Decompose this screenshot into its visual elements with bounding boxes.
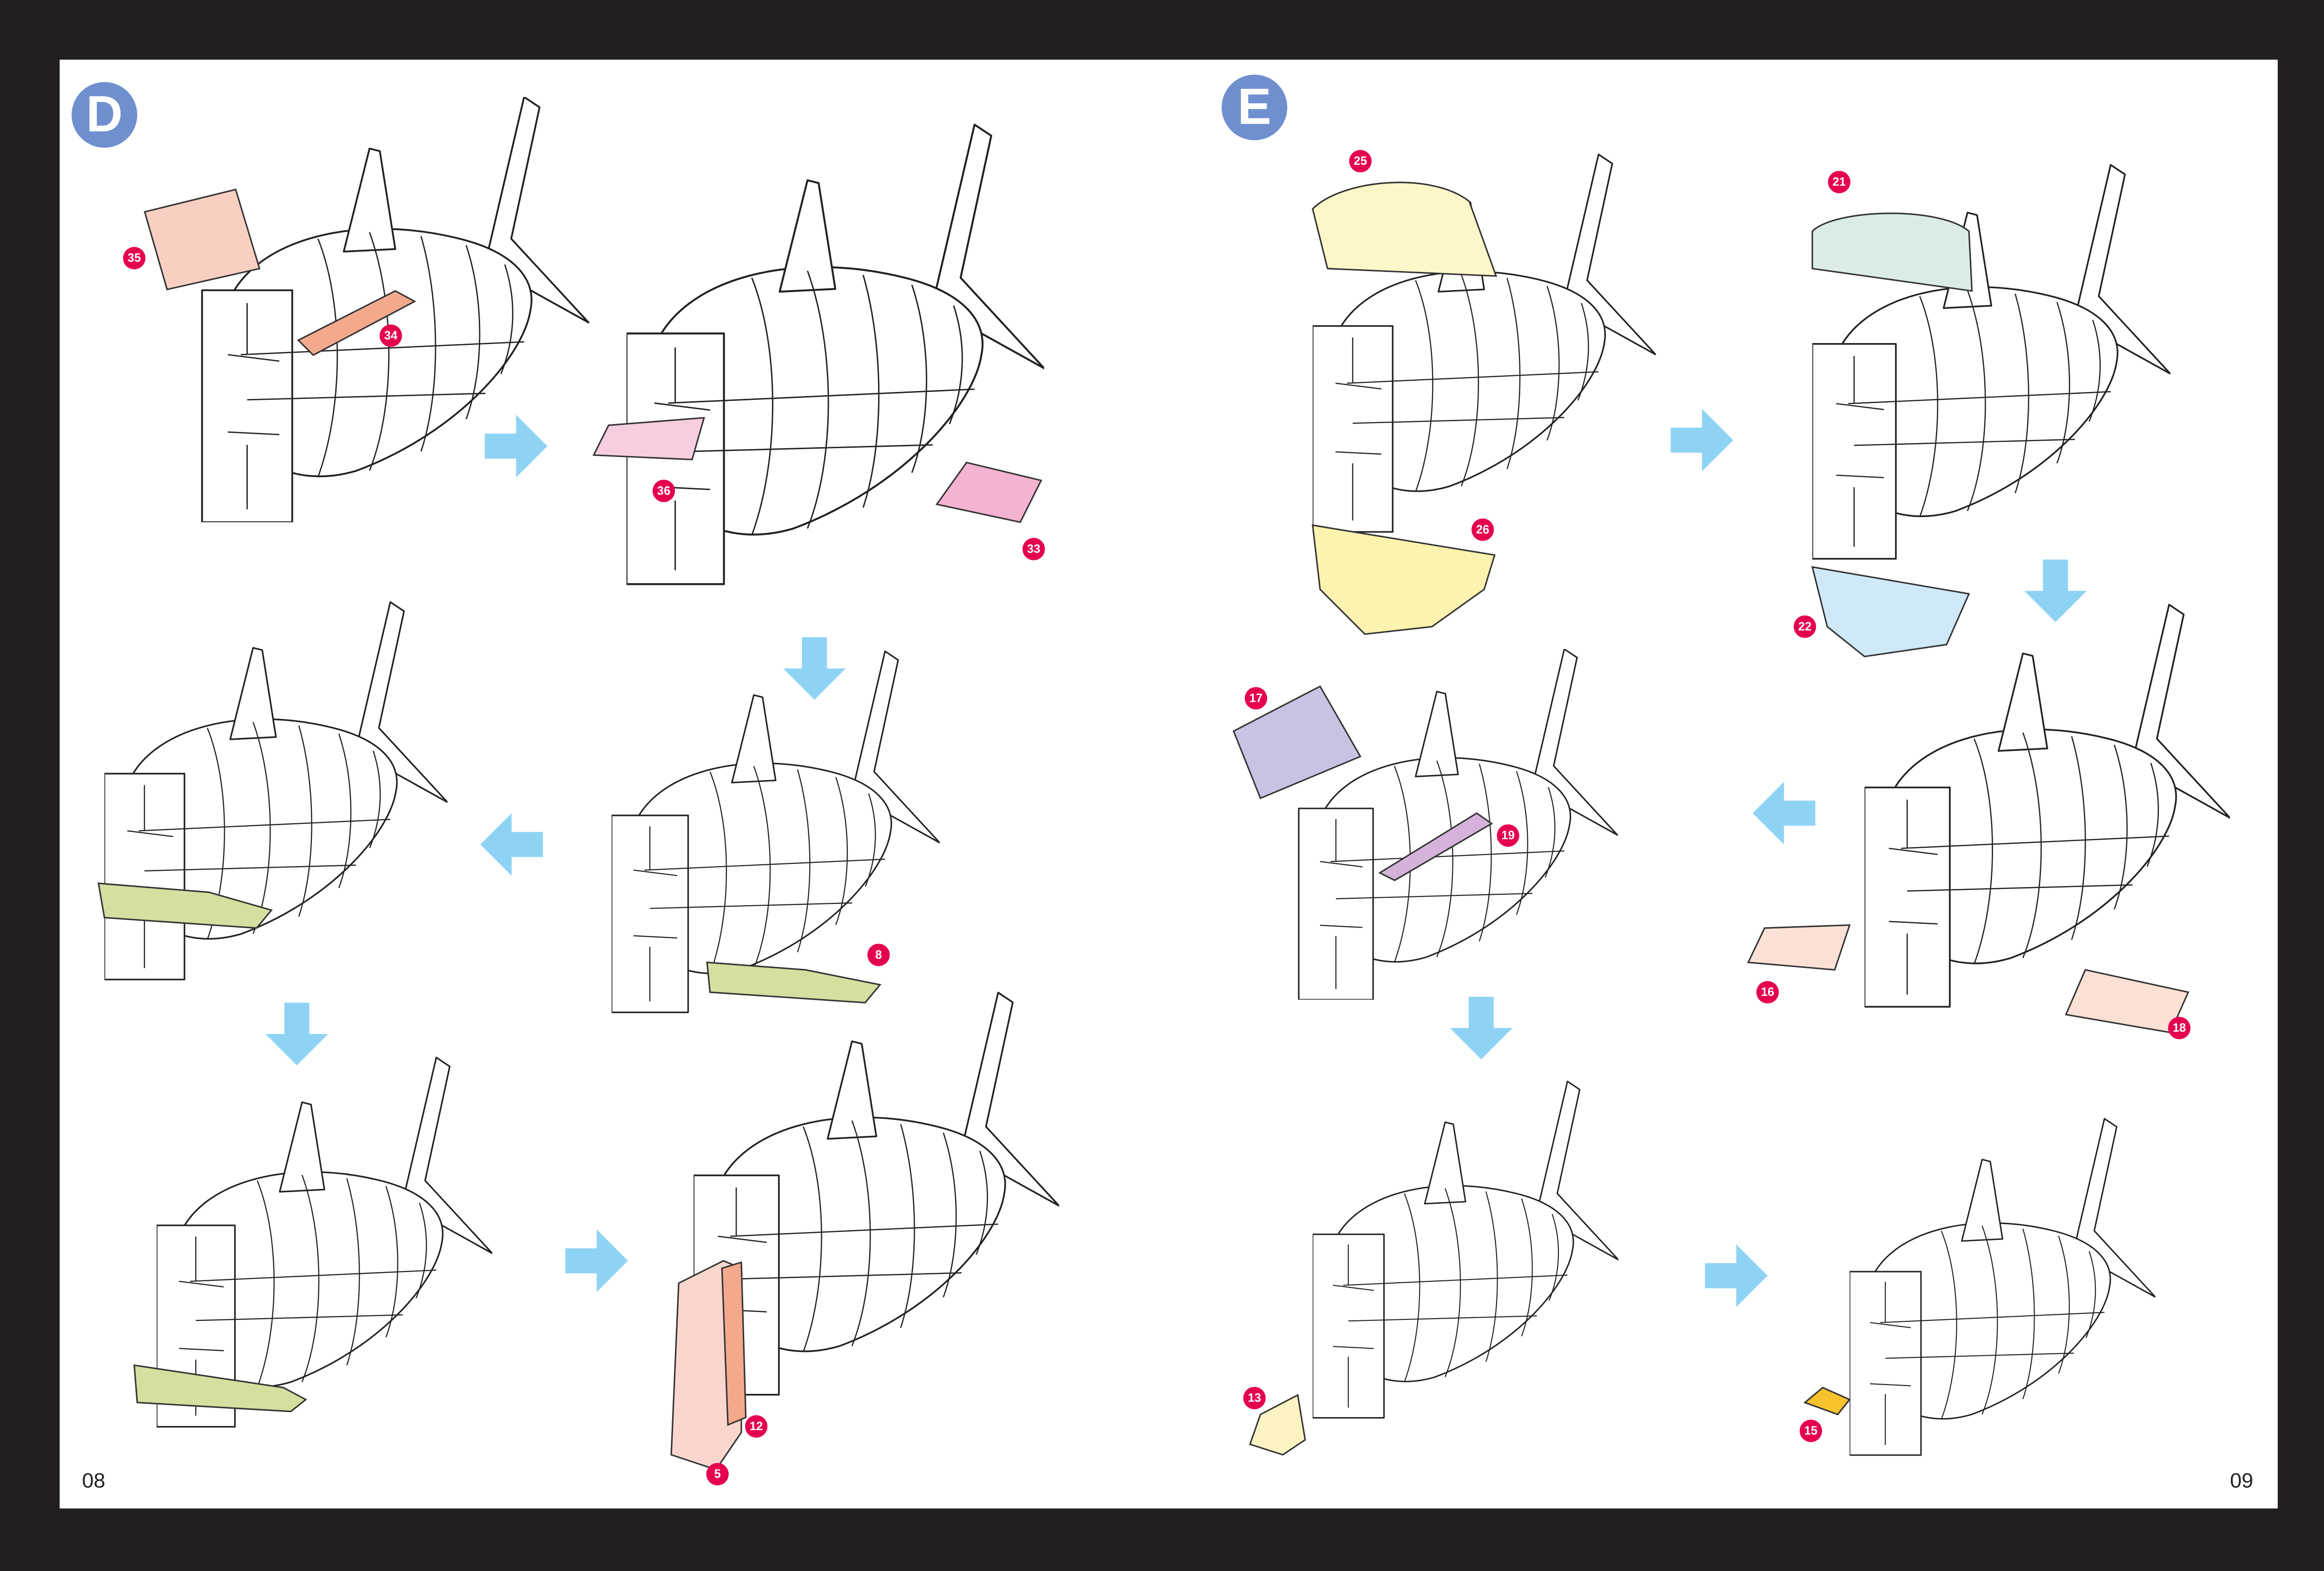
part-25 [1312, 181, 1498, 277]
part-8 [706, 961, 882, 1004]
callout-33: 33 [1022, 537, 1045, 561]
part-19 [1378, 812, 1493, 882]
callout-35: 35 [123, 247, 145, 270]
part-16 [1747, 924, 1851, 971]
callout-34: 34 [379, 325, 402, 347]
callout-22: 22 [1794, 615, 1816, 638]
shark-step-e6 [1849, 1118, 2156, 1456]
shark-step-e5 [1313, 1080, 1618, 1419]
callout-36: 36 [653, 479, 675, 502]
part-36 [592, 417, 705, 461]
page: D E 35 34 36 33 8 12 5 25 26 21 22 17 19… [59, 60, 2278, 1509]
arrow-left-icon [1752, 782, 1816, 845]
page-number-right: 09 [2230, 1468, 2253, 1492]
callout-25: 25 [1349, 150, 1372, 172]
assembly-illustrations [97, 60, 2278, 1471]
arrow-down-icon [2024, 559, 2087, 623]
arrow-left-icon [480, 813, 543, 876]
page-number-left: 08 [82, 1468, 106, 1492]
callout-21: 21 [1828, 171, 1851, 193]
part-d5-fins [133, 1364, 307, 1412]
arrow-right-icon [1705, 1244, 1768, 1307]
callout-8: 8 [867, 943, 890, 966]
part-18 [2065, 969, 2190, 1034]
arrow-down-icon [783, 637, 846, 700]
arrow-down-icon [265, 1002, 329, 1066]
arrow-right-icon [1670, 409, 1734, 472]
arrow-down-icon [1450, 996, 1513, 1060]
part-34 [297, 290, 416, 356]
part-15 [1803, 1386, 1851, 1416]
part-13 [1249, 1394, 1306, 1456]
arrow-right-icon [484, 415, 548, 477]
callout-5: 5 [706, 1463, 729, 1485]
part-33 [935, 462, 1043, 524]
callout-19: 19 [1497, 824, 1519, 847]
part-26 [1312, 524, 1496, 635]
callout-26: 26 [1471, 518, 1494, 541]
callout-13: 13 [1243, 1386, 1266, 1410]
part-21 [1811, 212, 1973, 292]
section-badge-d: D [72, 82, 138, 148]
part-35 [144, 188, 261, 291]
part-17 [1232, 685, 1362, 800]
callout-15: 15 [1799, 1419, 1822, 1442]
part-22 [1811, 566, 1970, 657]
shark-step-d5 [157, 1058, 492, 1427]
shark-step-d6 [693, 993, 1059, 1395]
callout-12: 12 [745, 1415, 768, 1438]
arrow-right-icon [565, 1229, 628, 1293]
callout-17: 17 [1245, 687, 1268, 709]
shark-step-d4 [612, 651, 940, 1013]
part-12 [721, 1261, 747, 1426]
callout-18: 18 [2168, 1017, 2191, 1040]
shark-step-d2 [627, 125, 1044, 584]
shark-step-d3 [105, 602, 448, 980]
part-d3-fins [97, 882, 273, 929]
callout-16: 16 [1756, 981, 1779, 1004]
section-badge-e: E [1221, 74, 1287, 140]
shark-step-e4 [1865, 605, 2230, 1007]
